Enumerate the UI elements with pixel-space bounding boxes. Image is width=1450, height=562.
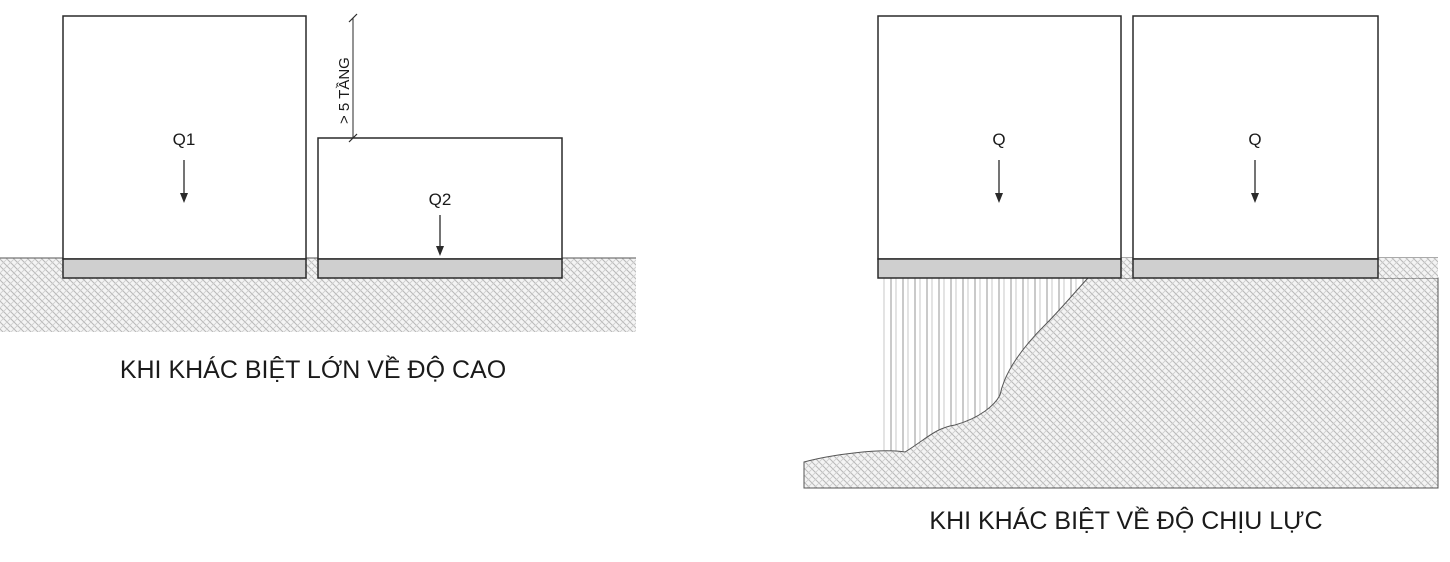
load-arrowhead-q1 <box>180 193 188 203</box>
natural-soil <box>803 277 1439 489</box>
load-arrowhead-left-q <box>995 193 1003 203</box>
right-building <box>1132 15 1379 260</box>
left-building <box>877 15 1122 260</box>
tall-building <box>62 15 307 260</box>
left-panel: Q1 Q2 > 5 TẦNG KHI KHÁC BIỆT LỚN VỀ ĐỘ C… <box>0 13 636 384</box>
load-label-left-q: Q <box>992 130 1005 149</box>
height-difference-dimension: > 5 TẦNG <box>336 13 358 143</box>
load-label-q1: Q1 <box>173 130 196 149</box>
left-caption: KHI KHÁC BIỆT LỚN VỀ ĐỘ CAO <box>120 355 506 384</box>
tall-building-foundation <box>62 258 307 279</box>
load-arrowhead-q2 <box>436 246 444 256</box>
short-building-foundation <box>317 258 563 279</box>
load-label-q2: Q2 <box>429 190 452 209</box>
height-difference-label: > 5 TẦNG <box>336 57 353 124</box>
right-panel: Q Q KHI KHÁC BIỆT VỀ ĐỘ CHỊU LỰC <box>803 15 1439 535</box>
load-label-right-q: Q <box>1248 130 1261 149</box>
load-arrowhead-right-q <box>1251 193 1259 203</box>
right-building-foundation <box>1132 258 1379 279</box>
left-building-foundation <box>877 258 1122 279</box>
right-caption: KHI KHÁC BIỆT VỀ ĐỘ CHỊU LỰC <box>929 506 1322 535</box>
